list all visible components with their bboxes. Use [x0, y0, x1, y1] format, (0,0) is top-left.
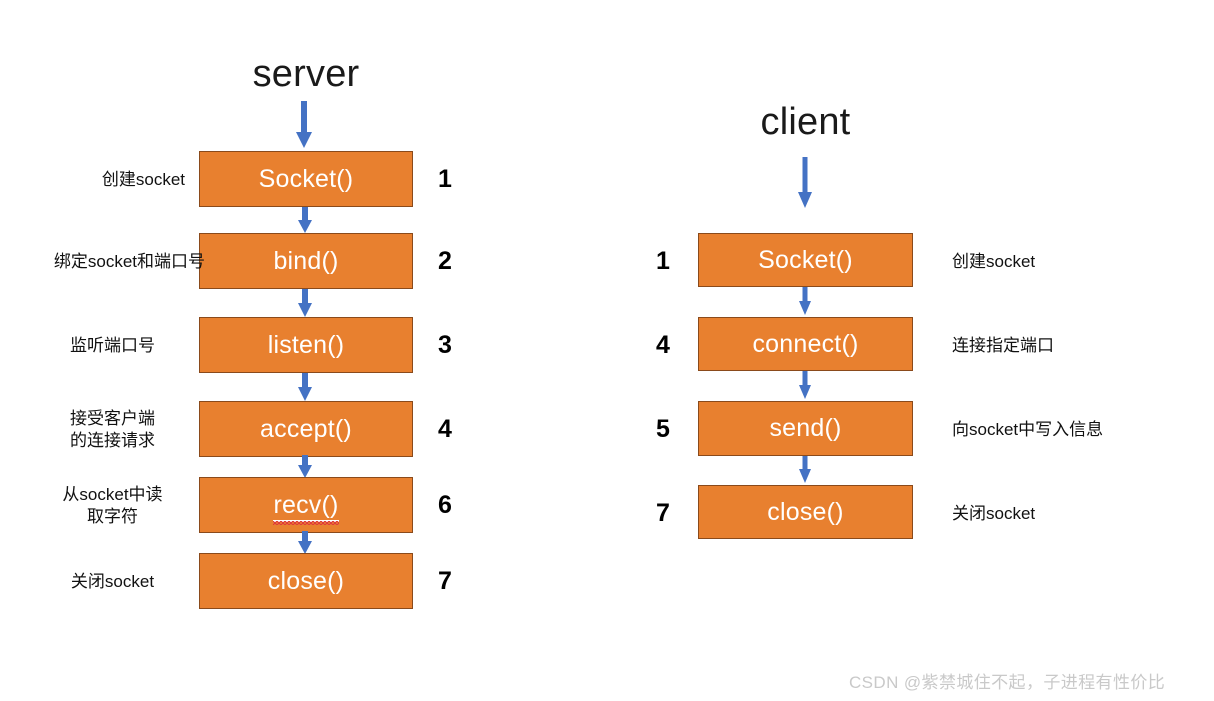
client-connector-arrow-2: [797, 371, 813, 400]
server-step-label-3: listen(): [267, 330, 345, 359]
server-title: server: [252, 53, 360, 95]
server-step-label-2: bind(): [273, 246, 339, 275]
client-step-box-2[interactable]: connect(): [698, 317, 913, 371]
server-step-number-6: 7: [438, 567, 452, 595]
server-step-number-5: 6: [438, 491, 452, 519]
server-connector-arrow-2: [296, 289, 314, 318]
server-step-label-5: recv(): [273, 490, 339, 522]
client-connector-arrow-3: [797, 456, 813, 484]
server-step-box-4[interactable]: accept(): [199, 401, 413, 457]
client-step-note-3: 向socket中写入信息: [952, 420, 1104, 439]
client-connector-arrow-1: [797, 287, 813, 316]
server-step-label-6: close(): [267, 566, 345, 595]
server-connector-arrow-1: [296, 207, 314, 234]
client-step-note-2: 连接指定端口: [952, 336, 1054, 355]
server-step-box-6[interactable]: close(): [199, 553, 413, 609]
server-step-label-1: Socket(): [258, 164, 354, 193]
client-entry-arrow: [796, 157, 814, 209]
client-step-label-4: close(): [767, 497, 844, 526]
client-step-box-4[interactable]: close(): [698, 485, 913, 539]
client-step-number-4: 7: [656, 499, 670, 527]
server-step-number-3: 3: [438, 331, 452, 359]
client-step-note-1: 创建socket: [952, 252, 1036, 271]
client-step-box-3[interactable]: send(): [698, 401, 913, 456]
client-step-label-2: connect(): [752, 329, 859, 358]
server-step-note-2: 绑定socket和端口号: [53, 252, 205, 271]
server-step-box-3[interactable]: listen(): [199, 317, 413, 373]
server-step-note-6: 关闭socket: [70, 572, 155, 591]
client-step-label-1: Socket(): [758, 245, 853, 274]
client-title: client: [760, 101, 851, 143]
client-step-box-1[interactable]: Socket(): [698, 233, 913, 287]
server-step-box-5[interactable]: recv(): [199, 477, 413, 533]
server-step-box-1[interactable]: Socket(): [199, 151, 413, 207]
server-step-note-4: 接受客户端 的连接请求: [70, 409, 155, 450]
server-step-number-1: 1: [438, 165, 452, 193]
client-step-note-4: 关闭socket: [952, 504, 1036, 523]
server-connector-arrow-4: [296, 455, 314, 479]
server-connector-arrow-5: [296, 531, 314, 555]
client-step-number-3: 5: [656, 415, 670, 443]
server-entry-arrow: [294, 101, 314, 149]
client-step-number-1: 1: [656, 247, 670, 275]
server-step-label-4: accept(): [260, 414, 352, 443]
csdn-watermark: CSDN @紫禁城住不起，子进程有性价比: [849, 673, 1166, 692]
server-step-number-2: 2: [438, 247, 452, 275]
server-step-note-1: 创建socket: [101, 170, 185, 189]
server-step-number-4: 4: [438, 415, 452, 443]
client-step-label-3: send(): [769, 414, 842, 442]
server-step-label-5-word: recv(): [273, 490, 339, 522]
client-step-number-2: 4: [656, 331, 670, 359]
server-step-note-5: 从socket中读 取字符: [62, 485, 163, 526]
server-step-box-2[interactable]: bind(): [199, 233, 413, 289]
server-step-note-3: 监听端口号: [70, 336, 155, 355]
server-connector-arrow-3: [296, 373, 314, 402]
